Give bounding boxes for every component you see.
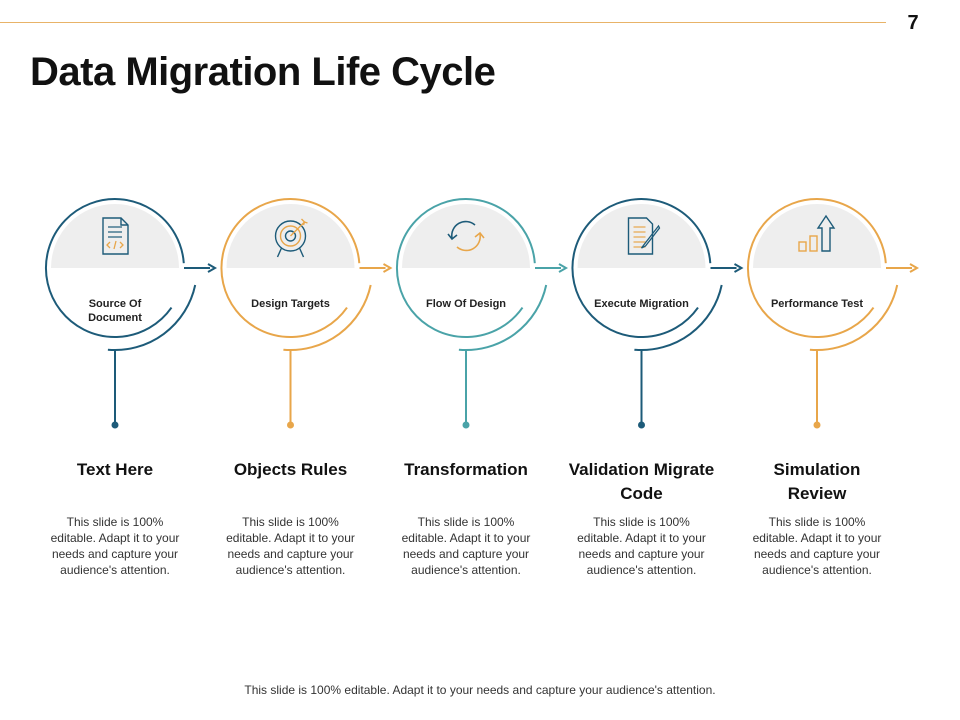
bar-small	[798, 241, 807, 252]
page-outline	[102, 217, 129, 255]
top-rule	[0, 22, 886, 23]
step-graphic-3	[396, 198, 569, 429]
up-arrow	[816, 214, 836, 252]
step-heading: Transformation	[404, 460, 528, 479]
outer-ring	[809, 284, 899, 352]
arrow-head	[734, 263, 744, 273]
page-number: 7	[907, 12, 919, 34]
step-graphic-2	[220, 198, 393, 429]
footer-note: This slide is 100% editable. Adapt it to…	[244, 683, 716, 697]
step-body: This slide is 100% editable. Adapt it to…	[50, 515, 180, 577]
target-icon	[274, 218, 308, 258]
step-heading: Objects Rules	[233, 460, 348, 479]
step-circle	[220, 198, 361, 338]
icon-backdrop	[51, 204, 179, 268]
circle-label: Performance Test	[770, 298, 864, 310]
step-body: This slide is 100% editable. Adapt it to…	[577, 515, 706, 577]
step-graphic-1	[45, 198, 218, 429]
circle-label: Execute Migration	[594, 298, 689, 310]
step-circle	[747, 198, 887, 338]
arrow-head	[207, 263, 218, 273]
arc-top	[450, 220, 476, 239]
bullet-dot	[638, 421, 645, 429]
step-heading: Text Here	[76, 460, 154, 479]
arc-bottom	[456, 233, 482, 252]
slide-title: Data Migration Life Cycle	[30, 50, 496, 94]
ring-middle	[279, 225, 302, 247]
bullet-dot	[462, 421, 470, 429]
step-heading: Simulation Review	[773, 460, 861, 503]
step-circle	[571, 198, 712, 338]
arrow-head	[558, 263, 569, 273]
circle-label: Flow Of Design	[425, 298, 507, 310]
step-body: This slide is 100% editable. Adapt it to…	[752, 515, 882, 577]
ring-outer	[274, 220, 307, 252]
document-edit-icon	[627, 217, 661, 255]
outer-ring	[107, 284, 197, 352]
page-outline	[627, 217, 654, 255]
bullet-dot	[813, 421, 821, 429]
step-graphic-4	[571, 198, 744, 429]
code-glyph	[106, 240, 124, 250]
bullet-dot	[287, 421, 294, 429]
cycle-arrows-icon	[447, 220, 485, 252]
icon-backdrop	[577, 204, 706, 268]
step-circle	[45, 198, 185, 338]
ring-inner	[284, 230, 297, 242]
pencil	[640, 224, 661, 249]
dart	[290, 218, 308, 237]
document-icon	[102, 217, 129, 255]
step-heading: Validation Migrate Code	[568, 460, 715, 503]
outer-ring	[634, 284, 723, 352]
outer-ring	[283, 284, 372, 352]
circle-label: Design Targets	[251, 298, 330, 310]
bullet-dot	[111, 421, 119, 429]
growth-chart-icon	[798, 214, 836, 252]
step-circle	[396, 198, 536, 338]
bar-medium	[809, 235, 818, 252]
arrow-head	[909, 263, 920, 273]
circle-label: Source Of Document	[88, 298, 142, 324]
arrow-head	[383, 263, 393, 273]
icon-backdrop	[402, 204, 530, 268]
step-body: This slide is 100% editable. Adapt it to…	[226, 515, 355, 577]
page-fold	[120, 218, 128, 226]
arrowhead-right	[474, 231, 485, 239]
step-graphic-5	[747, 198, 920, 429]
outer-ring	[458, 284, 548, 352]
arrowhead-left	[447, 233, 458, 241]
stand-legs	[276, 247, 305, 258]
step-body: This slide is 100% editable. Adapt it to…	[401, 515, 531, 577]
